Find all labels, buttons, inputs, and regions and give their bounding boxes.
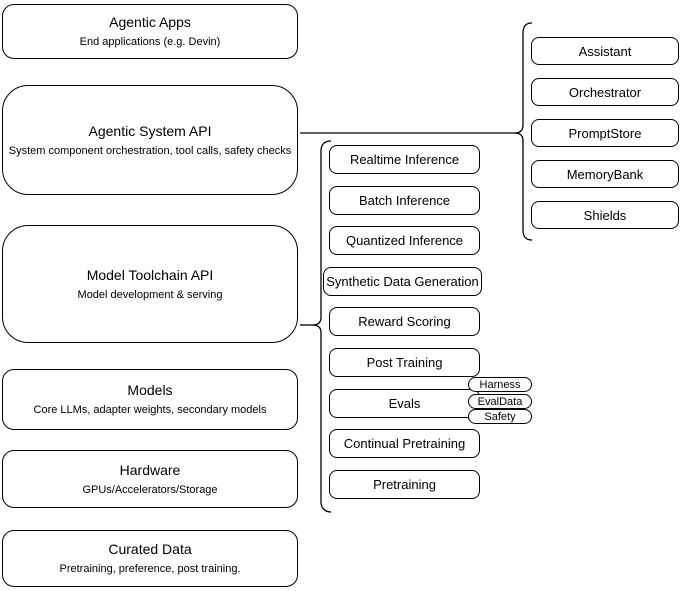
toolchain-item-evals: Evals [329, 389, 480, 418]
node-label: Orchestrator [568, 84, 642, 100]
node-subtitle: Pretraining, preference, post training. [59, 563, 241, 575]
eval-tag-safety: Safety [468, 409, 532, 424]
node-label: Quantized Inference [345, 233, 464, 248]
node-label: Pretraining [373, 477, 436, 492]
component-assistant: Assistant [531, 37, 679, 65]
node-model-toolchain-api: Model Toolchain API Model development & … [2, 225, 298, 343]
tag-label: EvalData [477, 395, 523, 408]
components-brace-icon [513, 22, 533, 241]
node-subtitle: Model development & serving [77, 288, 223, 301]
node-title: Agentic System API [88, 122, 212, 139]
node-label: Synthetic Data Generation [326, 274, 479, 289]
tag-label: Safety [484, 410, 516, 423]
toolchain-item-realtime-inference: Realtime Inference [329, 145, 480, 174]
component-memorybank: MemoryBank [531, 160, 679, 188]
toolchain-item-reward-scoring: Reward Scoring [329, 307, 480, 336]
node-label: Assistant [578, 43, 632, 59]
node-title: Agentic Apps [109, 14, 191, 30]
component-shields: Shields [531, 201, 679, 229]
node-subtitle: GPUs/Accelerators/Storage [82, 483, 218, 496]
node-title: Model Toolchain API [86, 266, 214, 283]
node-title: Models [127, 382, 173, 398]
tag-label: Harness [479, 378, 521, 391]
toolchain-item-synthetic-data-generation: Synthetic Data Generation [323, 267, 482, 296]
toolchain-item-quantized-inference: Quantized Inference [329, 226, 480, 255]
node-label: PromptStore [568, 125, 642, 141]
node-label: Evals [388, 396, 421, 411]
node-subtitle: Core LLMs, adapter weights, secondary mo… [33, 404, 267, 416]
toolchain-item-continual-pretraining: Continual Pretraining [329, 429, 480, 458]
toolchain-item-batch-inference: Batch Inference [329, 186, 480, 215]
node-label: Batch Inference [358, 193, 451, 208]
node-agentic-apps: Agentic Apps End applications (e.g. Devi… [2, 4, 298, 59]
toolchain-item-post-training: Post Training [329, 348, 480, 377]
node-label: Continual Pretraining [343, 436, 466, 451]
node-hardware: Hardware GPUs/Accelerators/Storage [2, 450, 298, 508]
eval-tag-evaldata: EvalData [468, 394, 532, 409]
node-label: Reward Scoring [358, 314, 451, 329]
node-title: Curated Data [108, 541, 192, 557]
node-label: Post Training [366, 355, 443, 370]
node-title: Hardware [119, 461, 181, 478]
node-curated-data: Curated Data Pretraining, preference, po… [2, 530, 298, 587]
eval-tag-harness: Harness [468, 377, 532, 392]
node-subtitle: End applications (e.g. Devin) [79, 36, 221, 48]
component-promptstore: PromptStore [531, 119, 679, 147]
node-label: Shields [583, 207, 627, 223]
node-subtitle: System component orchestration, tool cal… [8, 144, 292, 157]
node-label: Realtime Inference [349, 152, 460, 167]
component-orchestrator: Orchestrator [531, 78, 679, 106]
node-models: Models Core LLMs, adapter weights, secon… [2, 369, 298, 430]
node-agentic-system-api: Agentic System API System component orch… [2, 85, 298, 195]
node-label: MemoryBank [566, 166, 644, 182]
toolchain-item-pretraining: Pretraining [329, 470, 480, 499]
